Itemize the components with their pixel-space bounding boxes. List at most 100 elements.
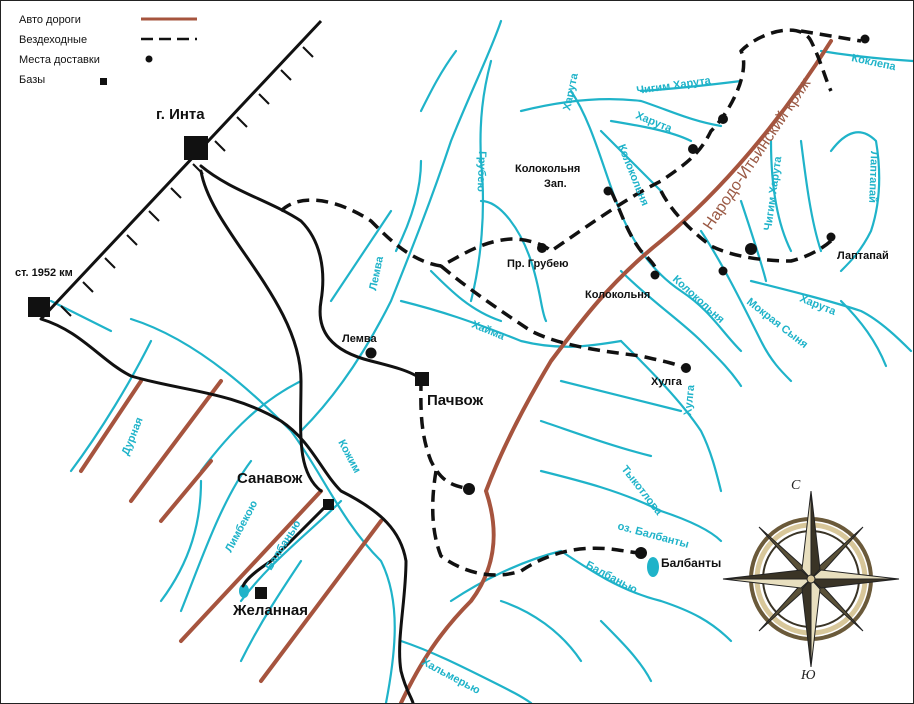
river-label-chigim-kharuta-1: Чигим Харута (636, 75, 713, 97)
legend-offroad-label: Вездеходные (19, 34, 87, 46)
offroad-pachvozh (419, 378, 472, 491)
dot-koklepa (860, 34, 870, 44)
river-label-kharuta-1: Харута (561, 71, 581, 111)
river-khulga (619, 339, 723, 493)
river-label-khulga: Хулга (682, 383, 697, 416)
label-lemva: Лемва (342, 333, 377, 345)
label-kolokolnya-zap-2: Зап. (544, 178, 567, 190)
river-grubeyu-trib (479, 199, 548, 323)
offroad-koklepa (800, 29, 862, 43)
label-kolokolnya-zap-1: Колокольня (515, 163, 580, 175)
label-zhelannaya: Желанная (232, 602, 308, 619)
river-grubeyu (469, 59, 493, 303)
solid-tracks (39, 164, 423, 703)
river-right-trib-a (739, 199, 768, 283)
offroad-east (659, 190, 835, 263)
river-label-kolokolnya-lower: Колокольня (670, 273, 727, 326)
river-label-kharuta-2: Харута (634, 110, 674, 136)
track-inta-south (199, 164, 423, 381)
dot-balbanty (635, 547, 647, 559)
river-label-lemva: Лемва (367, 254, 386, 291)
river-lemva-trib-b (394, 159, 423, 253)
base-sanavozh (323, 499, 334, 510)
river-tykotlova (539, 469, 723, 543)
river-khayma (399, 299, 623, 348)
river-khalmeryu (399, 639, 533, 703)
river-left-trib-1 (159, 479, 203, 603)
dot-east-1 (745, 243, 757, 255)
road-hill-3 (159, 459, 213, 523)
river-label-laptapay-river: Лаптапай (866, 151, 880, 203)
place-labels: г. Инта ст. 1952 км Пачвож Санавож Желан… (15, 106, 889, 619)
river-lemva (299, 19, 503, 433)
road-hill-1 (79, 379, 143, 473)
track-west (39, 317, 415, 703)
dot-kharuta-2 (688, 144, 698, 154)
label-laptapay: Лаптапай (837, 250, 889, 262)
offroad-khulga (439, 264, 687, 371)
river-label-durnaya: Дурная (120, 416, 146, 457)
label-station: ст. 1952 км (15, 267, 73, 279)
offroad-kolokolnya (609, 190, 658, 272)
base-station (28, 297, 50, 317)
label-inta: г. Инта (156, 106, 205, 123)
river-balbanyu-left (239, 499, 343, 603)
track-zhelannaya (241, 499, 333, 588)
river-bottom-right (499, 599, 583, 663)
river-koklepa (819, 49, 913, 63)
road-hill-5 (259, 519, 383, 683)
legend-base-swatch (100, 78, 107, 85)
dot-khulga (681, 363, 691, 373)
dot-laptapay (826, 232, 836, 242)
compass-north: С (791, 478, 801, 493)
river-label-kozhim: Кожим (335, 438, 362, 475)
legend-delivery-swatch (145, 55, 153, 63)
road-hill-2 (129, 379, 223, 503)
base-inta (184, 136, 208, 160)
offroad-balbanty (430, 470, 642, 577)
legend-delivery-label: Места доставки (19, 54, 100, 66)
dot-kharuta-1 (718, 114, 728, 124)
legend: Авто дороги Вездеходные Места доставки Б… (19, 14, 197, 86)
river-balbanyu-right (559, 549, 733, 643)
base-zhelannaya (255, 587, 267, 599)
track-inta-down (199, 169, 323, 493)
river-kozhim-trib (199, 379, 303, 473)
river-mokraya-synya (699, 229, 793, 383)
river-left-trib-2 (239, 559, 303, 663)
river-limbekoyu (179, 459, 253, 613)
offroad-tracks (279, 28, 862, 577)
base-pachvozh (415, 372, 429, 386)
offroad-north (279, 28, 833, 268)
lake-balbanty (647, 557, 659, 577)
river-right-trib-c (839, 299, 888, 368)
label-sanavozh: Санавож (237, 470, 303, 487)
compass-rose: С Ю (722, 478, 900, 683)
river-labels: Харута Чигим Харута Харута Коклепа Грубе… (120, 52, 898, 697)
river-label-balbanyu-2: Балбанью (584, 559, 640, 596)
label-balbanty: Балбанты (661, 556, 721, 570)
label-pr-grubeyu: Пр. Грубею (507, 258, 569, 270)
road-hill-4 (179, 489, 323, 643)
river-label-chigim-kharuta-2: Чигим Харута (762, 155, 784, 232)
river-lemva-trib-a (329, 209, 393, 303)
bases (28, 136, 429, 599)
dot-pachvozh-south (463, 483, 475, 495)
river-right-trib-b (799, 139, 823, 253)
river-label-koklepa: Коклепа (850, 52, 897, 73)
river-kharuta-2 (609, 119, 693, 143)
legend-roads-label: Авто дороги (19, 14, 81, 26)
lake-zhelannaya (239, 584, 249, 598)
rivers (49, 19, 913, 703)
river-khulga-trib (559, 379, 683, 413)
dot-kolokolnya-zap (603, 186, 613, 196)
label-khulga: Хулга (651, 376, 683, 388)
river-bottom-right-2 (449, 549, 563, 603)
river-kolokolnya-lower (619, 269, 743, 388)
auto-roads (79, 39, 833, 703)
dot-east-2 (718, 266, 728, 276)
river-khulga-trib-2 (539, 419, 653, 458)
compass-south: Ю (800, 668, 816, 683)
